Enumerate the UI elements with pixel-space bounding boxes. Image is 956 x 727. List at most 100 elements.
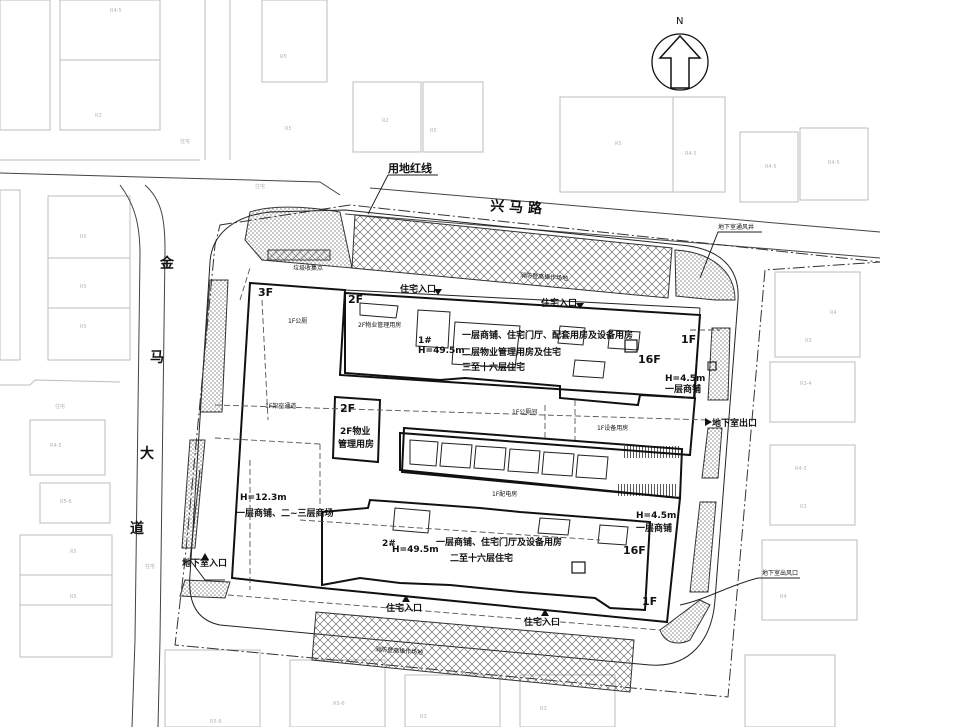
entrance-res-n1: 住宅入口: [400, 283, 442, 295]
svg-text:大: 大: [140, 445, 154, 462]
svg-text:R5: R5: [280, 54, 287, 60]
svg-text:2F物业管理用房: 2F物业管理用房: [358, 321, 401, 329]
svg-text:地下室出风口: 地下室出风口: [762, 569, 798, 577]
svg-text:16F: 16F: [638, 353, 661, 366]
road-name-jinma: 金 马 大 道: [130, 255, 175, 537]
svg-text:R4-5: R4-5: [765, 164, 777, 170]
svg-text:R3: R3: [540, 706, 547, 712]
svg-text:R3: R3: [800, 504, 807, 510]
svg-text:三至十六层住宅: 三至十六层住宅: [462, 361, 525, 373]
svg-text:住宅入口: 住宅入口: [541, 297, 577, 309]
svg-text:1#: 1#: [418, 336, 432, 346]
svg-text:用地红线: 用地红线: [388, 161, 432, 175]
svg-text:垃圾收集点: 垃圾收集点: [293, 264, 323, 272]
svg-text:住宅: 住宅: [55, 403, 65, 410]
svg-text:R5: R5: [80, 324, 87, 330]
svg-text:1F配电房: 1F配电房: [492, 490, 517, 498]
svg-text:马: 马: [150, 350, 164, 366]
svg-text:H=49.5m: H=49.5m: [392, 545, 439, 555]
svg-text:1F设备用房: 1F设备用房: [597, 424, 628, 432]
svg-text:住宅入口: 住宅入口: [524, 616, 560, 628]
svg-text:R5: R5: [430, 128, 437, 134]
building-2-label: 2# H=49.5m 一层商铺、住宅门厅及设备用房 二至十六层住宅: [382, 536, 562, 564]
svg-text:R5-6: R5-6: [60, 499, 72, 505]
entrance-garage-e: 地下室出口: [705, 417, 757, 429]
svg-text:R2: R2: [95, 113, 102, 119]
svg-text:消防登高操作场地: 消防登高操作场地: [520, 271, 568, 282]
svg-text:1F: 1F: [681, 333, 696, 346]
svg-text:1F架空通道: 1F架空通道: [265, 402, 296, 410]
svg-text:地下室出口: 地下室出口: [712, 417, 757, 429]
svg-text:R3-4: R3-4: [800, 381, 812, 387]
svg-text:R4: R4: [830, 310, 837, 316]
svg-text:R5: R5: [615, 141, 622, 147]
shop-ne-label: H=4.5m 一层商铺: [665, 374, 705, 395]
svg-text:住宅: 住宅: [255, 183, 265, 190]
svg-text:H=49.5m: H=49.5m: [418, 346, 465, 356]
svg-text:R5: R5: [70, 594, 77, 600]
svg-text:管理用房: 管理用房: [338, 438, 374, 450]
svg-text:R4: R4: [780, 594, 787, 600]
svg-text:1F公厕: 1F公厕: [288, 318, 307, 325]
context-buildings: [0, 0, 869, 727]
svg-text:金: 金: [159, 255, 175, 272]
road-name-xingma: 兴 马 路: [490, 197, 544, 217]
svg-text:R3: R3: [420, 714, 427, 720]
building-1: [344, 291, 717, 407]
svg-text:住宅: 住宅: [180, 138, 190, 145]
svg-text:R3: R3: [805, 338, 812, 344]
svg-text:2F物业: 2F物业: [340, 425, 370, 437]
svg-text:16F: 16F: [623, 544, 646, 557]
dashed-grid: [214, 267, 720, 631]
entrance-res-s1: 住宅入口: [386, 595, 422, 614]
svg-text:R4-5: R4-5: [50, 443, 62, 449]
svg-text:一层商铺: 一层商铺: [636, 522, 672, 534]
svg-text:二至十六层住宅: 二至十六层住宅: [450, 552, 513, 564]
svg-text:住宅入口: 住宅入口: [400, 283, 436, 295]
management-block: 2F物业 管理用房: [331, 395, 382, 464]
svg-text:R4-5: R4-5: [685, 151, 697, 157]
svg-text:一层商铺、住宅门厅、配套用房及设备用房: 一层商铺、住宅门厅、配套用房及设备用房: [462, 329, 633, 341]
svg-text:1F: 1F: [642, 595, 657, 608]
context-labels: R4-5 R2 R5 R2 R5 R4-5 R4-5 R4-5 R5 R5 R5…: [50, 8, 840, 725]
svg-text:一层商铺、二~三层商场: 一层商铺、二~三层商场: [236, 507, 334, 519]
svg-text:R4-5: R4-5: [795, 466, 807, 472]
svg-text:R4-5: R4-5: [110, 8, 122, 14]
svg-text:H=12.3m: H=12.3m: [240, 493, 287, 503]
svg-text:N: N: [676, 16, 683, 27]
fire-field-south: 消防登高操作场地: [311, 611, 635, 693]
svg-text:H=4.5m: H=4.5m: [665, 374, 705, 384]
svg-text:二层物业管理用房及住宅: 二层物业管理用房及住宅: [462, 346, 561, 358]
entrance-garage-w: 地下室入口: [182, 553, 227, 569]
entrance-res-n2: 住宅入口: [541, 297, 584, 309]
svg-text:一层商铺: 一层商铺: [665, 383, 701, 395]
svg-text:R5: R5: [80, 284, 87, 290]
small-notes: 1F公厕 2F物业管理用房 1F架空通道 1F公厕间 1F设备用房 1F配电房: [265, 318, 628, 498]
svg-text:2F: 2F: [348, 293, 363, 306]
svg-text:2F: 2F: [340, 402, 355, 415]
svg-text:地下室通风井: 地下室通风井: [718, 223, 754, 231]
parking-strip: [400, 426, 684, 500]
svg-text:消防登高操作场地: 消防登高操作场地: [375, 645, 423, 656]
svg-text:1F公厕间: 1F公厕间: [512, 408, 537, 416]
svg-text:R5-6: R5-6: [210, 719, 222, 725]
svg-text:H=4.5m: H=4.5m: [636, 511, 676, 521]
svg-text:住宅: 住宅: [145, 563, 155, 570]
svg-text:R4-5: R4-5: [828, 160, 840, 166]
entrance-res-s2: 住宅入口: [524, 609, 560, 628]
svg-text:3F: 3F: [258, 286, 273, 299]
building-1-label: 1# H=49.5m 一层商铺、住宅门厅、配套用房及设备用房 二层物业管理用房及…: [418, 329, 633, 373]
svg-text:R5: R5: [285, 126, 292, 132]
fire-field-north: 消防登高操作场地: [351, 214, 673, 299]
callout-red-line: 用地红线: [367, 161, 438, 215]
svg-text:2#: 2#: [382, 539, 396, 549]
svg-text:地下室入口: 地下室入口: [182, 557, 227, 569]
svg-text:R2: R2: [382, 118, 389, 124]
roads: [0, 172, 881, 727]
svg-text:道: 道: [130, 520, 144, 537]
svg-text:一层商铺、住宅门厅及设备用房: 一层商铺、住宅门厅及设备用房: [436, 536, 562, 548]
green-strips: 垃圾收集点: [179, 206, 736, 644]
building-2: [321, 498, 652, 612]
north-arrow: N: [651, 16, 709, 91]
